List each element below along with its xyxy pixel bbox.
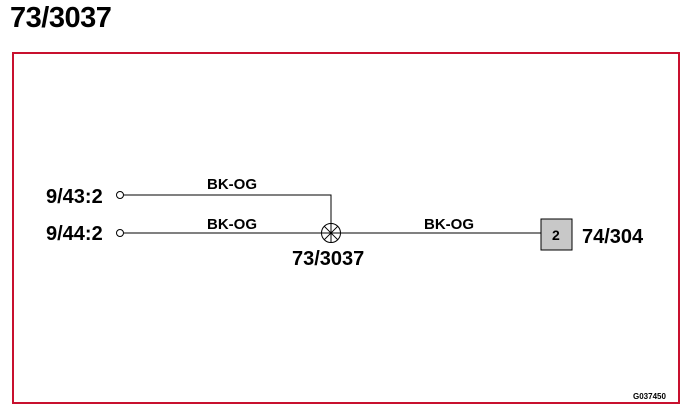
component-pin-label: 2 bbox=[552, 227, 560, 243]
splice-label: 73/3037 bbox=[292, 248, 364, 270]
component-box bbox=[540, 218, 573, 251]
reference-code: G037450 bbox=[633, 392, 666, 401]
splice-icon bbox=[321, 223, 341, 243]
diagram-frame bbox=[12, 52, 680, 404]
source-label-9-44-2: 9/44:2 bbox=[46, 223, 103, 245]
wire-label-output: BK-OG bbox=[424, 216, 474, 233]
source-label-9-43-2: 9/43:2 bbox=[46, 186, 103, 208]
wire-label-9-43-2: BK-OG bbox=[207, 176, 257, 193]
page-title: 73/3037 bbox=[10, 2, 112, 34]
wire-9-43-2 bbox=[124, 194, 332, 223]
terminal-9-44-2 bbox=[116, 229, 124, 237]
wire-label-9-44-2: BK-OG bbox=[207, 216, 257, 233]
component-label: 74/304 bbox=[582, 226, 644, 248]
terminal-9-43-2 bbox=[116, 191, 124, 199]
